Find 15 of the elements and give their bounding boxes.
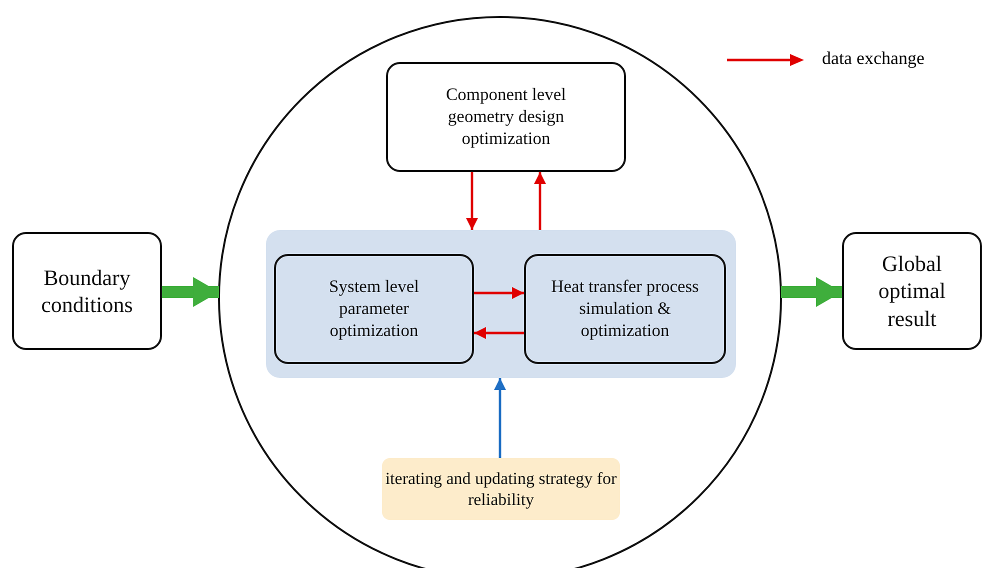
process-box: System level parameter optimization: [274, 254, 474, 364]
process-box: Heat transfer process simulation & optimization: [524, 254, 726, 364]
flow-arrow: [162, 279, 220, 305]
legend-label: data exchange: [822, 48, 924, 69]
group-panel: [266, 230, 736, 378]
arrow: [474, 327, 524, 339]
input-box: Boundary conditions: [12, 232, 162, 350]
flow-arrow: [780, 279, 842, 305]
arrow: [474, 287, 524, 299]
output-box: Global optimal result: [842, 232, 982, 350]
arrow: [494, 378, 506, 458]
strategy-box: iterating and updating strategy for reliability: [382, 458, 620, 520]
arrow: [534, 172, 546, 230]
arrow: [466, 172, 478, 230]
process-box: Component level geometry design optimization: [386, 62, 626, 172]
